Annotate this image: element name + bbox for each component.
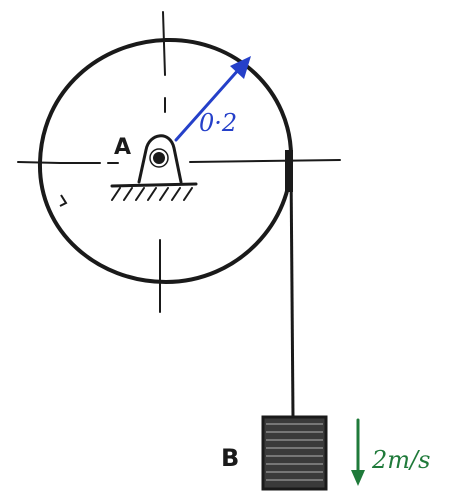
block-B [261, 415, 328, 491]
block-texture [266, 423, 323, 481]
pivot-bracket [137, 134, 183, 184]
pivot-support [110, 134, 198, 201]
velocity-arrowhead [351, 470, 365, 486]
pivot-pin-ring [149, 148, 169, 168]
rotation-arrow-tick [59, 194, 68, 207]
ground-line [110, 182, 198, 188]
rope-line [289, 164, 295, 419]
label-B: B [221, 444, 239, 472]
label-velocity: 2m/s [371, 446, 430, 474]
radius-arrow [174, 56, 251, 142]
centre-lines [17, 11, 341, 313]
rope [285, 150, 295, 419]
horizontal-centre-line-right [189, 159, 341, 163]
ground-hatching [111, 187, 193, 201]
wheel-rim [37, 37, 294, 284]
pivot-pin [153, 152, 165, 164]
radius-arrowhead [230, 56, 251, 79]
velocity-arrow [351, 418, 365, 486]
vertical-centre-line-top [162, 11, 166, 76]
label-A: A [114, 135, 131, 160]
block-body [261, 415, 328, 491]
label-radius: 0·2 [199, 109, 237, 137]
